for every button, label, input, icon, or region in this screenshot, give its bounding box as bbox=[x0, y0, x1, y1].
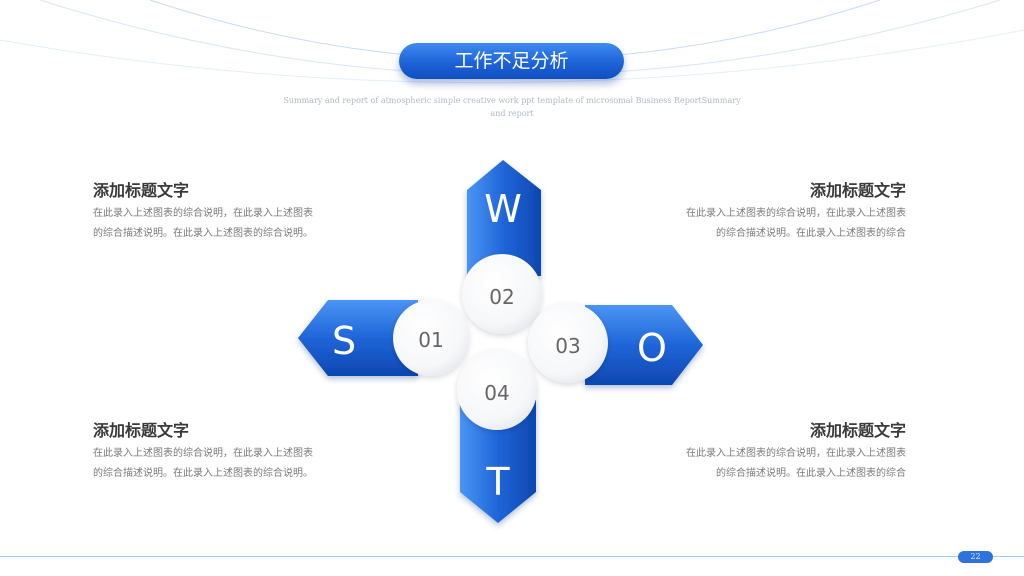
letter-t: T bbox=[485, 460, 510, 504]
arrow-o bbox=[585, 305, 703, 385]
page-title: 工作不足分析 bbox=[399, 43, 624, 79]
block-text-line: 在此录入上述图表的综合说明，在此录入上述图表 bbox=[93, 448, 313, 459]
number-02: 02 bbox=[489, 285, 514, 309]
arrow-s bbox=[298, 300, 418, 376]
block-heading: 添加标题文字 bbox=[809, 181, 906, 200]
block-text-line: 在此录入上述图表的综合说明，在此录入上述图表 bbox=[93, 208, 313, 219]
letter-w: W bbox=[484, 187, 522, 231]
number-04: 04 bbox=[484, 381, 509, 405]
circle-01 bbox=[393, 300, 469, 376]
circle-03 bbox=[528, 303, 608, 383]
block-text-line: 的综合描述说明。在此录入上述图表的综合 bbox=[716, 228, 906, 239]
text-block-top-right: 添加标题文字 在此录入上述图表的综合说明，在此录入上述图表 的综合描述说明。在此… bbox=[666, 180, 906, 244]
block-text-line: 的综合描述说明。在此录入上述图表的综合 bbox=[716, 468, 906, 479]
text-block-bottom-right: 添加标题文字 在此录入上述图表的综合说明，在此录入上述图表 的综合描述说明。在此… bbox=[666, 420, 906, 484]
circle-02 bbox=[462, 254, 542, 334]
block-heading: 添加标题文字 bbox=[93, 421, 190, 440]
number-03: 03 bbox=[555, 334, 580, 358]
text-block-top-left: 添加标题文字 在此录入上述图表的综合说明，在此录入上述图表 的综合描述说明。在此… bbox=[93, 180, 333, 244]
letter-s: S bbox=[332, 319, 356, 363]
arrow-w bbox=[467, 160, 541, 276]
page-subtitle: Summary and report of atmospheric simple… bbox=[283, 96, 741, 118]
block-text-line: 的综合描述说明。在此录入上述图表的综合说明。 bbox=[93, 228, 313, 239]
number-01: 01 bbox=[418, 328, 443, 352]
page-number: 22 bbox=[958, 551, 993, 563]
block-heading: 添加标题文字 bbox=[93, 181, 190, 200]
text-block-bottom-left: 添加标题文字 在此录入上述图表的综合说明，在此录入上述图表 的综合描述说明。在此… bbox=[93, 420, 333, 484]
block-text-line: 在此录入上述图表的综合说明，在此录入上述图表 bbox=[686, 448, 906, 459]
circle-04 bbox=[457, 350, 537, 430]
block-heading: 添加标题文字 bbox=[809, 421, 906, 440]
block-text-line: 在此录入上述图表的综合说明，在此录入上述图表 bbox=[686, 208, 906, 219]
footer-divider bbox=[0, 556, 1024, 557]
letter-o: O bbox=[637, 326, 667, 370]
arrow-t bbox=[460, 400, 536, 523]
block-text-line: 的综合描述说明。在此录入上述图表的综合说明。 bbox=[93, 468, 313, 479]
